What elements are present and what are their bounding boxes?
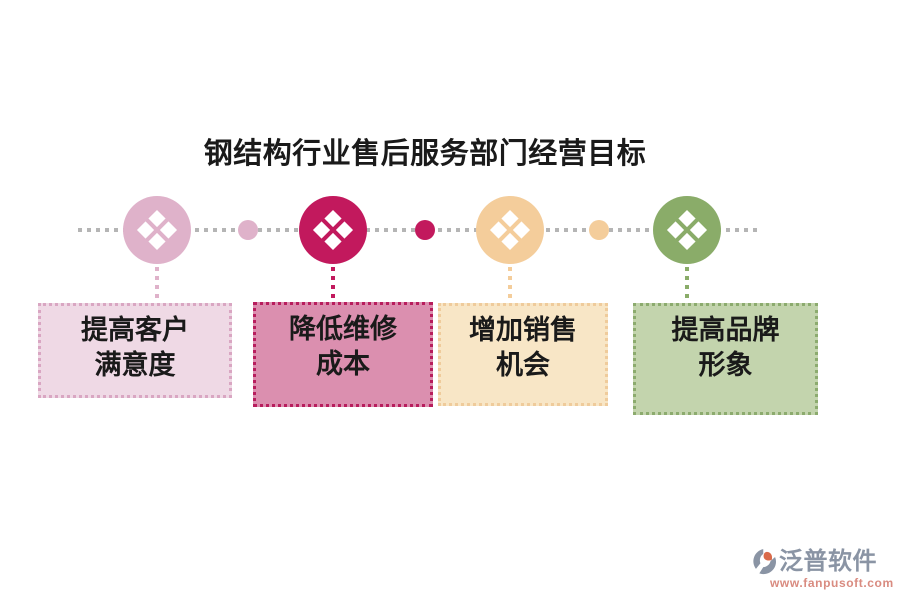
goal-label-line2: 满意度 [94, 350, 176, 380]
node-connector [508, 267, 512, 301]
brand-url: www.fanpusoft.com [770, 576, 894, 590]
timeline-node-circle [653, 196, 721, 264]
goal-label-line1: 降低维修 [289, 314, 397, 344]
diamond-cluster-icon [136, 209, 178, 251]
timeline-between-dot [415, 220, 435, 240]
goal-box: 降低维修 成本 [253, 302, 433, 407]
node-connector [685, 267, 689, 301]
goal-label-line1: 增加销售 [469, 315, 577, 345]
node-connector [155, 267, 159, 301]
diamond-cluster-icon [666, 209, 708, 251]
timeline-between-dot [238, 220, 258, 240]
goal-box: 增加销售 机会 [438, 303, 608, 406]
timeline-node-circle [476, 196, 544, 264]
goal-box: 提高客户 满意度 [38, 303, 232, 398]
timeline-node-circle [299, 196, 367, 264]
goal-box: 提高品牌 形象 [633, 303, 818, 415]
fanpu-logo-icon [753, 549, 776, 575]
timeline-node-circle [123, 196, 191, 264]
goal-label-line1: 提高品牌 [671, 315, 780, 345]
goal-label-line1: 提高客户 [81, 315, 189, 345]
goal-label-line2: 形象 [698, 350, 753, 380]
brand-name: 泛普软件 [779, 548, 877, 575]
page-title: 钢结构行业售后服务部门经营目标 [203, 138, 647, 170]
goal-label-line2: 机会 [496, 350, 550, 380]
goal-label-line2: 成本 [316, 349, 370, 379]
diamond-cluster-icon [489, 209, 531, 251]
watermark-brand-row: 泛普软件 [752, 548, 900, 575]
timeline-between-dot [589, 220, 609, 240]
diamond-cluster-icon [312, 209, 354, 251]
watermark: 泛普软件 www.fanpusoft.com [752, 548, 900, 590]
node-connector [331, 267, 335, 301]
